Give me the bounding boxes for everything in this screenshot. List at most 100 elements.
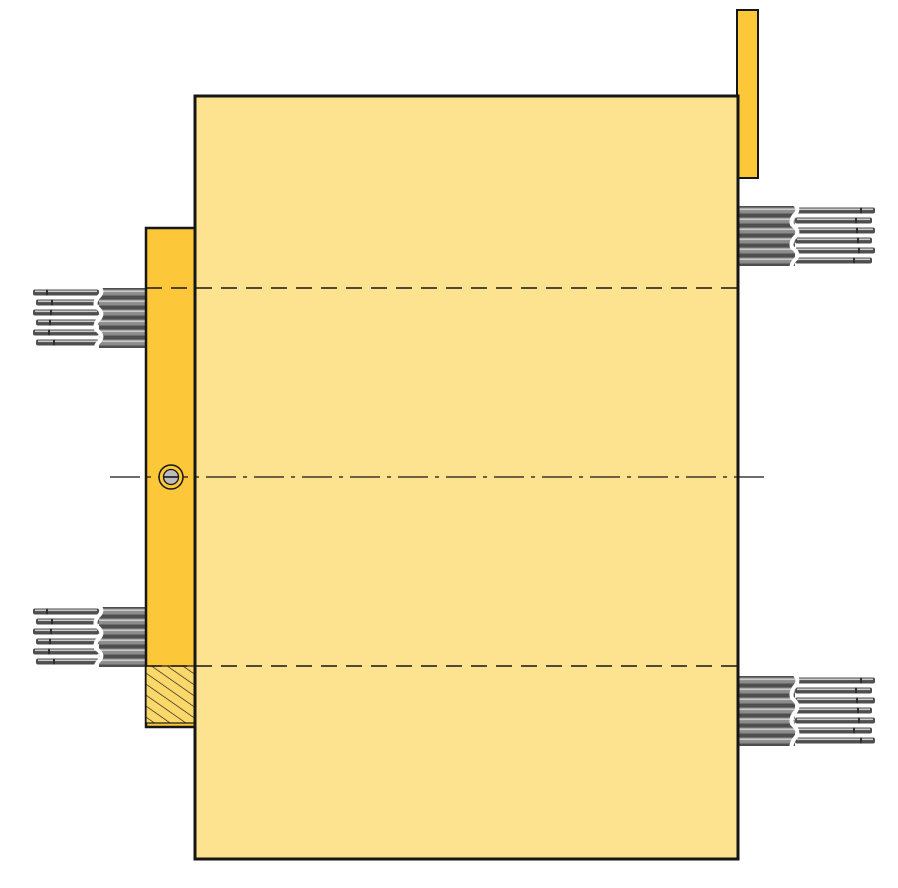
wire-insulation-edge bbox=[856, 697, 858, 704]
wire-core bbox=[99, 288, 146, 348]
wire-highlight bbox=[738, 208, 795, 211]
wire-tip bbox=[36, 299, 99, 306]
wire-tip bbox=[795, 717, 875, 724]
wire-tip-highlight bbox=[797, 678, 873, 681]
wire-tip-highlight bbox=[797, 238, 870, 241]
wire-tip-highlight bbox=[35, 609, 97, 612]
wire-bundle-right-upper bbox=[738, 200, 875, 271]
break-line-icon bbox=[93, 282, 104, 353]
wire-highlight bbox=[738, 228, 795, 231]
wire-highlight bbox=[99, 649, 146, 652]
wire-strand bbox=[738, 687, 795, 694]
wire-insulation-edge bbox=[858, 247, 860, 254]
wire-highlight bbox=[99, 300, 146, 303]
wire-core bbox=[99, 607, 146, 667]
wire-tip bbox=[795, 707, 872, 714]
wire-tip-highlight bbox=[35, 330, 97, 333]
wire-tip-highlight bbox=[797, 208, 873, 211]
wire-insulation-edge bbox=[49, 638, 51, 645]
wire-tip-highlight bbox=[35, 290, 97, 293]
wire-tip bbox=[33, 608, 99, 615]
wire-highlight bbox=[738, 738, 795, 741]
wire-strand bbox=[738, 247, 795, 254]
wire-strand bbox=[99, 319, 146, 326]
wire-strand bbox=[738, 237, 795, 244]
wire-strand bbox=[738, 207, 795, 214]
wire-bundle-left-lower bbox=[33, 601, 146, 672]
wire-strand bbox=[738, 727, 795, 734]
wire-strand bbox=[99, 618, 146, 625]
wire-strand bbox=[99, 628, 146, 635]
wire-insulation-edge bbox=[855, 687, 857, 694]
wire-highlight bbox=[738, 708, 795, 711]
wire-tip bbox=[33, 289, 99, 296]
wire-insulation-edge bbox=[858, 717, 860, 724]
wire-tip bbox=[795, 687, 872, 694]
wire-highlight bbox=[738, 688, 795, 691]
wire-insulation-edge bbox=[853, 257, 855, 264]
wire-strand bbox=[99, 608, 146, 615]
wire-highlight bbox=[738, 678, 795, 681]
wire-strand bbox=[99, 299, 146, 306]
wire-strand bbox=[738, 707, 795, 714]
wire-tip-highlight bbox=[38, 619, 97, 622]
wire-tip bbox=[36, 319, 99, 326]
wire-tip bbox=[795, 737, 875, 744]
wire-strand bbox=[99, 329, 146, 336]
wire-tip-highlight bbox=[797, 228, 873, 231]
wire-tip-highlight bbox=[797, 718, 873, 721]
wire-tip-highlight bbox=[797, 698, 873, 701]
wire-highlight bbox=[99, 320, 146, 323]
wire-highlight bbox=[738, 718, 795, 721]
wire-strand bbox=[738, 677, 795, 684]
wire-tip bbox=[36, 638, 99, 645]
wire-tip bbox=[33, 648, 99, 655]
wire-insulation-edge bbox=[860, 677, 862, 684]
wire-tip-highlight bbox=[797, 218, 870, 221]
wire-core bbox=[738, 206, 795, 266]
wire-insulation-edge bbox=[857, 707, 859, 714]
wire-insulation-edge bbox=[856, 227, 858, 234]
wire-strand bbox=[99, 658, 146, 665]
wire-highlight bbox=[99, 290, 146, 293]
wire-insulation-edge bbox=[46, 289, 48, 296]
wire-tip bbox=[795, 217, 872, 224]
wire-tip bbox=[36, 658, 99, 665]
wire-tip bbox=[795, 247, 875, 254]
wire-insulation-edge bbox=[49, 319, 51, 326]
wire-highlight bbox=[99, 330, 146, 333]
wire-strand bbox=[738, 257, 795, 264]
wire-bundle-right-lower bbox=[738, 670, 875, 751]
wire-insulation-edge bbox=[50, 628, 52, 635]
wire-highlight bbox=[99, 310, 146, 313]
wire-highlight bbox=[99, 639, 146, 642]
wire-insulation-edge bbox=[857, 237, 859, 244]
wire-tip-highlight bbox=[797, 728, 870, 731]
wire-tip-highlight bbox=[797, 248, 873, 251]
wire-highlight bbox=[99, 340, 146, 343]
wire-tip-highlight bbox=[797, 738, 873, 741]
wire-insulation-edge bbox=[48, 648, 50, 655]
wire-insulation-edge bbox=[46, 608, 48, 615]
wire-highlight bbox=[99, 609, 146, 612]
wire-bundle-left-upper bbox=[33, 282, 146, 353]
wire-tip-highlight bbox=[38, 659, 97, 662]
wire-insulation-edge bbox=[53, 658, 55, 665]
wire-highlight bbox=[99, 659, 146, 662]
wire-tip bbox=[33, 309, 99, 316]
wire-strand bbox=[99, 648, 146, 655]
wire-strand bbox=[99, 638, 146, 645]
wire-tip bbox=[33, 329, 99, 336]
wire-tip bbox=[795, 677, 875, 684]
wire-highlight bbox=[738, 238, 795, 241]
wire-bundles bbox=[33, 200, 875, 751]
wire-tip-highlight bbox=[35, 629, 97, 632]
wire-insulation-edge bbox=[855, 217, 857, 224]
hatched-section bbox=[145, 665, 196, 724]
wire-tip-highlight bbox=[38, 639, 97, 642]
wire-tip bbox=[795, 207, 875, 214]
wire-tip bbox=[795, 727, 872, 734]
wire-highlight bbox=[99, 619, 146, 622]
wire-highlight bbox=[738, 258, 795, 261]
